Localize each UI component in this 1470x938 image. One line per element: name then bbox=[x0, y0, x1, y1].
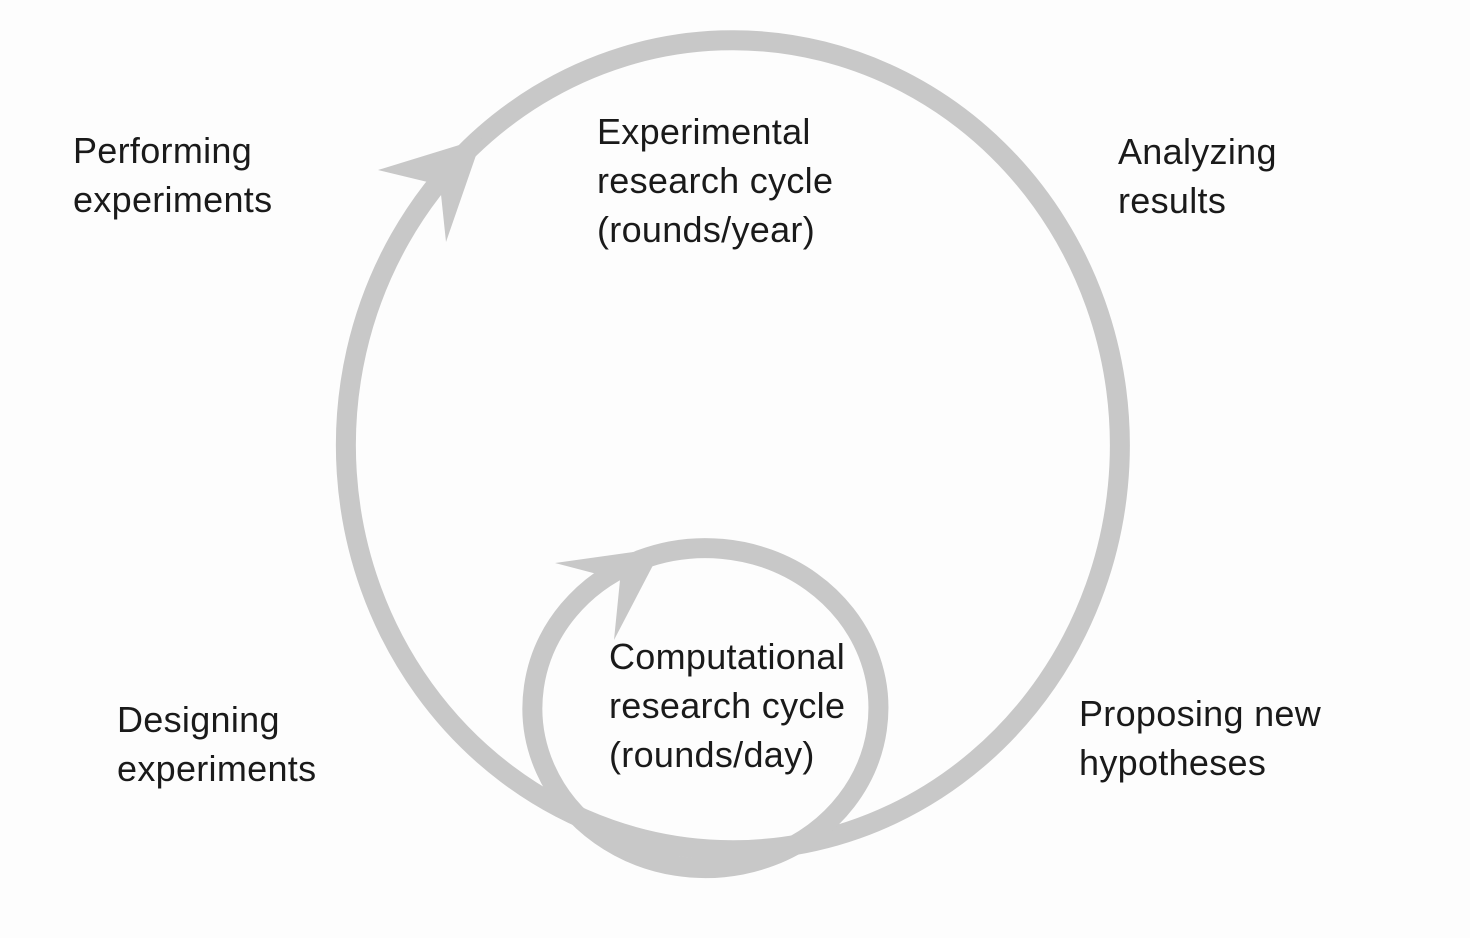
designing-experiments-label: Designing experiments bbox=[117, 695, 316, 793]
label-line: experiments bbox=[73, 179, 273, 220]
experimental-cycle-arrowhead bbox=[378, 138, 482, 242]
label-line: Analyzing bbox=[1118, 131, 1277, 172]
label-line: research cycle bbox=[597, 160, 834, 201]
experimental-cycle-ring bbox=[335, 30, 1130, 861]
label-line: experiments bbox=[117, 748, 317, 789]
label-line: Computational bbox=[609, 636, 846, 677]
computational-cycle-label: Computational research cycle (rounds/day… bbox=[609, 632, 845, 779]
label-line: Experimental bbox=[597, 111, 811, 152]
proposing-hypotheses-label: Proposing new hypotheses bbox=[1079, 689, 1321, 787]
performing-experiments-label: Performing experiments bbox=[73, 126, 272, 224]
computational-cycle-ring bbox=[522, 538, 889, 879]
label-line: (rounds/day) bbox=[609, 734, 815, 775]
computational-cycle-arrowhead bbox=[555, 548, 662, 640]
label-line: research cycle bbox=[609, 685, 846, 726]
label-line: hypotheses bbox=[1079, 742, 1267, 783]
label-line: Performing bbox=[73, 130, 253, 171]
analyzing-results-label: Analyzing results bbox=[1118, 127, 1277, 225]
label-line: results bbox=[1118, 180, 1227, 221]
label-line: Proposing new bbox=[1079, 693, 1322, 734]
label-line: (rounds/year) bbox=[597, 209, 815, 250]
label-line: Designing bbox=[117, 699, 280, 740]
experimental-cycle-label: Experimental research cycle (rounds/year… bbox=[597, 107, 833, 254]
